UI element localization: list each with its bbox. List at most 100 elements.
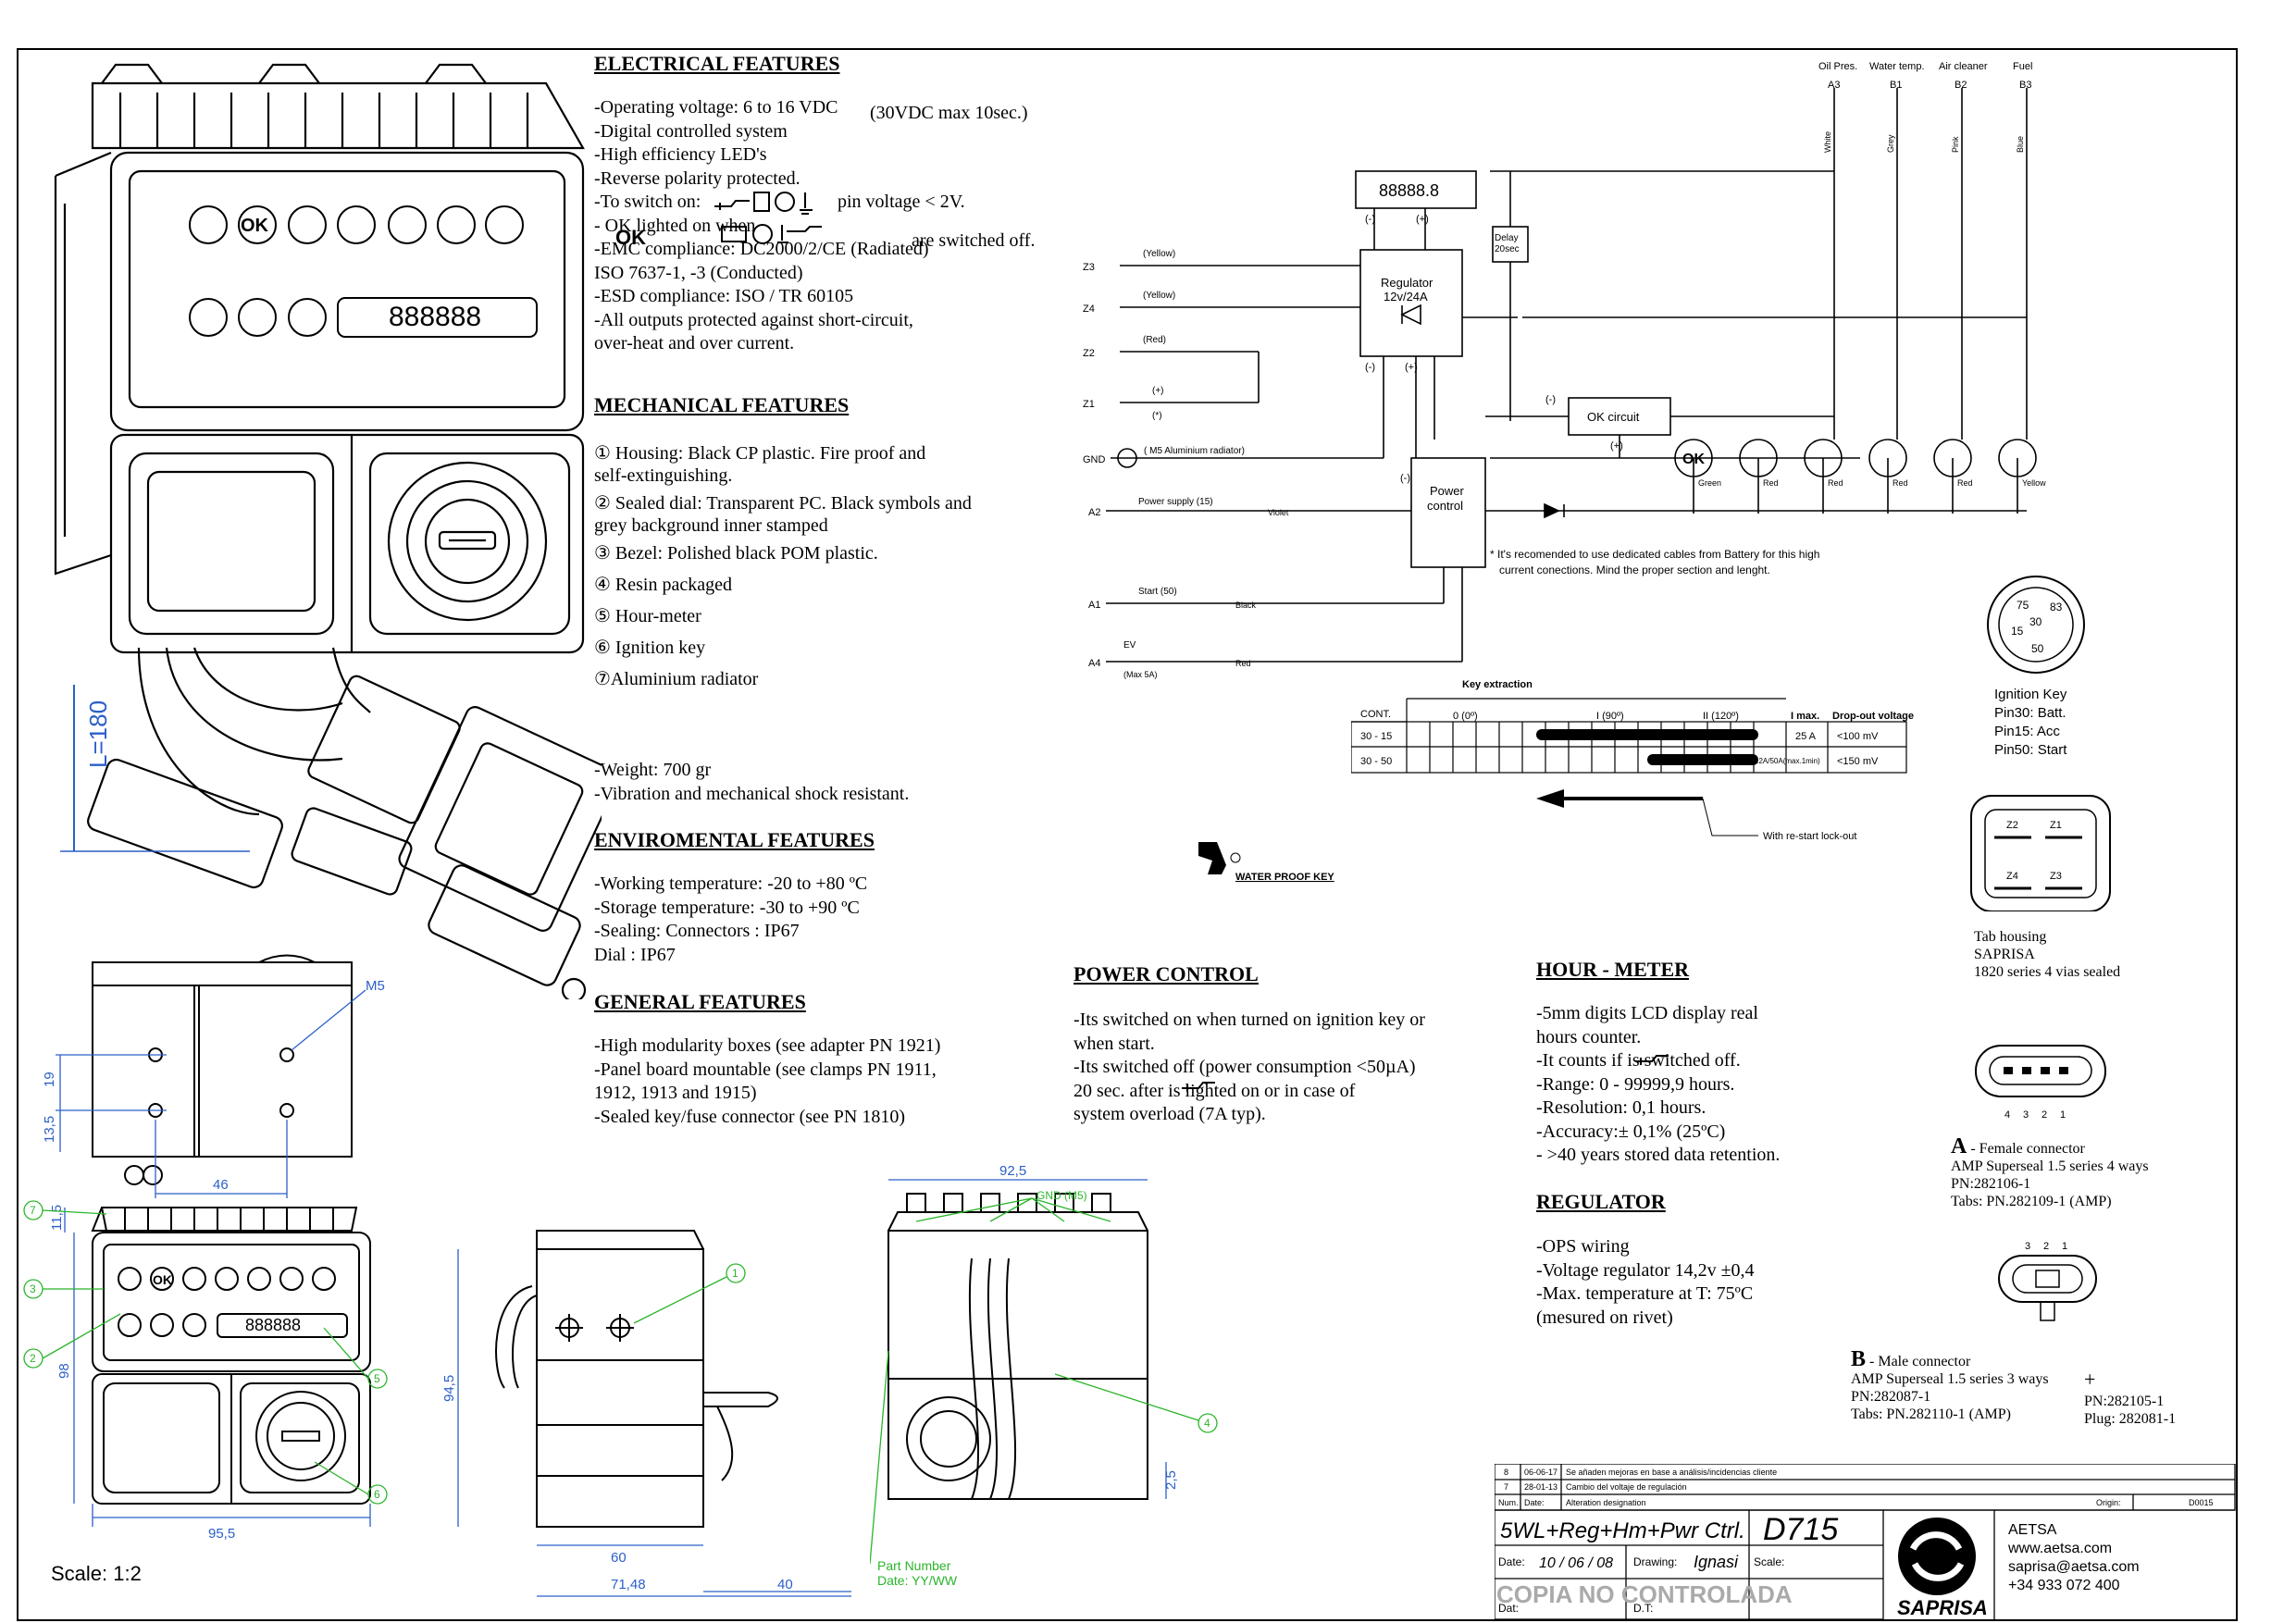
callout-2: 2 xyxy=(30,1352,36,1365)
led-color: Green xyxy=(1698,478,1721,488)
conn-b-pn: PN:282105-1 Plug: 282081-1 xyxy=(2084,1393,2176,1428)
front-ok-label: OK xyxy=(153,1272,172,1287)
conn-b-line: PN:282087-1 xyxy=(1851,1389,1931,1405)
part-date-label: Date: YY/WW xyxy=(877,1573,958,1588)
company-name: AETSA xyxy=(2008,1522,2057,1538)
a2-wire: Violet xyxy=(1268,508,1289,517)
voltage-note: (30VDC max 10sec.) xyxy=(870,103,1028,123)
tab-pin: Z4 xyxy=(2006,871,2018,882)
plus-label: (+) xyxy=(1610,440,1623,452)
switched-off-note: are switched off. xyxy=(912,230,1036,251)
power-line: -Its switched off (power consumption <50… xyxy=(1074,1057,1416,1077)
callout-4: 4 xyxy=(1204,1417,1210,1430)
sensor-pin: B3 xyxy=(2019,80,2031,91)
title-block: 8 06-06-17 Se añaden mejoras en base a a… xyxy=(1495,1464,2236,1620)
reg-line: -OPS wiring xyxy=(1536,1236,1630,1257)
a4-note: (Max 5A) xyxy=(1123,670,1158,679)
input-pin: Z3 xyxy=(1083,262,1095,273)
conn-b-plus: + xyxy=(2084,1368,2096,1391)
rev-header: Date: xyxy=(1524,1498,1545,1507)
key-table-title: Key extraction xyxy=(1462,679,1533,690)
a4-label: EV xyxy=(1123,640,1136,650)
oil-icon xyxy=(714,200,750,210)
a2-label: Power supply (15) xyxy=(1138,497,1213,507)
rev-header: Num. xyxy=(1498,1498,1519,1507)
rev-header: Origin: xyxy=(2096,1498,2121,1507)
dim-60: 60 xyxy=(611,1550,627,1566)
dim-19: 19 xyxy=(42,1072,57,1087)
power-label: control xyxy=(1427,499,1463,513)
dim-m5: M5 xyxy=(366,978,385,994)
input-pin: Z2 xyxy=(1083,348,1095,359)
scale-label: Scale: 1:2 xyxy=(51,1562,142,1585)
oil-icon xyxy=(1635,1055,1669,1065)
waterproof-key-icon: WATER PROOF KEY xyxy=(1198,842,1334,883)
key-table-header: 0 (0º) xyxy=(1453,711,1478,722)
mech-other-line: -Vibration and mechanical shock resistan… xyxy=(594,783,910,804)
conn-a-line: Tabs: PN.282109-1 (AMP) xyxy=(1951,1194,2112,1209)
rev-header: Alteration designation xyxy=(1566,1498,1646,1507)
conn-b-line: Tabs: PN.282110-1 (AMP) xyxy=(1851,1406,2011,1422)
power-label: Power xyxy=(1430,484,1465,498)
dim-40: 40 xyxy=(777,1577,793,1592)
ok-circuit-label: OK circuit xyxy=(1587,410,1640,424)
hour-line: -Resolution: 0,1 hours. xyxy=(1536,1097,1706,1118)
rev-num: 8 xyxy=(1504,1468,1508,1477)
switch-on-symbols xyxy=(714,192,822,244)
dim-945: 94,5 xyxy=(441,1375,457,1402)
tab-line: SAPRISA xyxy=(1974,947,2035,962)
general-list: -High modularity boxes (see adapter PN 1… xyxy=(594,1035,940,1129)
env-line: -Working temperature: -20 to +80 ºC xyxy=(594,873,868,894)
power-control-heading: POWER CONTROL xyxy=(1074,962,1259,985)
conn-a-letter: A xyxy=(1951,1134,1967,1158)
rev-origin: D0015 xyxy=(2189,1498,2214,1507)
delay-label: Delay xyxy=(1495,233,1519,243)
hour-line: hours counter. xyxy=(1536,1026,1642,1047)
schematic-lcd: 88888.8 xyxy=(1379,181,1439,200)
ign-title: Ignition Key xyxy=(1994,687,2067,702)
waterproof-label: WATER PROOF KEY xyxy=(1235,872,1334,883)
ok-led-label: OK xyxy=(1682,452,1705,467)
dat-label: Dat: xyxy=(1498,1602,1519,1615)
conn-b-line: AMP Superseal 1.5 series 3 ways xyxy=(1851,1371,2049,1387)
connector-a-text: A - Female connector AMP Superseal 1.5 s… xyxy=(1951,1135,2149,1210)
wire-color: White xyxy=(1823,131,1832,153)
conn-a-title: - Female connector xyxy=(1967,1141,2085,1157)
power-control-list: -Its switched on when turned on ignition… xyxy=(1074,1009,1425,1127)
callout-3: 3 xyxy=(30,1282,36,1295)
connector-b-text: B - Male connector AMP Superseal 1.5 ser… xyxy=(1851,1348,2049,1423)
key-row-drop: <150 mV xyxy=(1837,756,1879,767)
general-line: -High modularity boxes (see adapter PN 1… xyxy=(594,1035,941,1056)
ign-pin: 83 xyxy=(2050,601,2063,613)
mech-item: ⑤ Hour-meter xyxy=(594,606,701,626)
saprisa-logo xyxy=(1898,1518,1976,1595)
wiring-schematic: Oil Pres. Water temp. Air cleaner Fuel A… xyxy=(1083,61,2046,679)
tab-pin: Z1 xyxy=(2050,820,2062,831)
hour-line: -Accuracy:± 0,1% (25ºC) xyxy=(1536,1121,1726,1142)
ign-line: Pin15: Acc xyxy=(1994,724,2060,739)
rear-gnd-label: GND (M5) xyxy=(1036,1189,1087,1202)
conn-b-pin: 2 xyxy=(2043,1241,2049,1252)
hour-line: - >40 years stored data retention. xyxy=(1536,1145,1781,1165)
part-number-label: Part Number xyxy=(877,1558,951,1573)
key-table-header: I (90º) xyxy=(1596,711,1624,722)
electrical-line: -All outputs protected against short-cir… xyxy=(594,309,913,330)
company-phone: +34 933 072 400 xyxy=(2008,1578,2120,1593)
dim-98: 98 xyxy=(56,1363,72,1379)
general-line: -Panel board mountable (see clamps PN 19… xyxy=(594,1059,937,1080)
temp-icon xyxy=(800,192,813,215)
hour-meter-list: -5mm digits LCD display real hours count… xyxy=(1536,1002,1780,1168)
z1-star: (*) xyxy=(1152,411,1162,421)
rear-view: 92,5 2,5 GND (M5) 4 xyxy=(870,1163,1218,1565)
dim-115: 11,5 xyxy=(49,1205,65,1231)
key-row-drop: <100 mV xyxy=(1837,731,1879,742)
key-table-header: II (120º) xyxy=(1703,711,1739,722)
gnd-note: ( M5 Aluminium radiator) xyxy=(1144,446,1245,456)
side-view-large: 94,5 60 71,48 40 1 xyxy=(441,1230,851,1597)
schematic-note: * It's recomended to use dedicated cable… xyxy=(1490,548,1819,561)
key-table-header: Drop-out voltage xyxy=(1832,711,1914,722)
a1-wire: Black xyxy=(1235,601,1257,610)
sensor-title: Oil Pres. xyxy=(1818,61,1857,72)
part-number-note: Part Number Date: YY/WW xyxy=(877,1558,957,1588)
mechanical-list: ① Housing: Black CP plastic. Fire proof … xyxy=(594,442,972,690)
